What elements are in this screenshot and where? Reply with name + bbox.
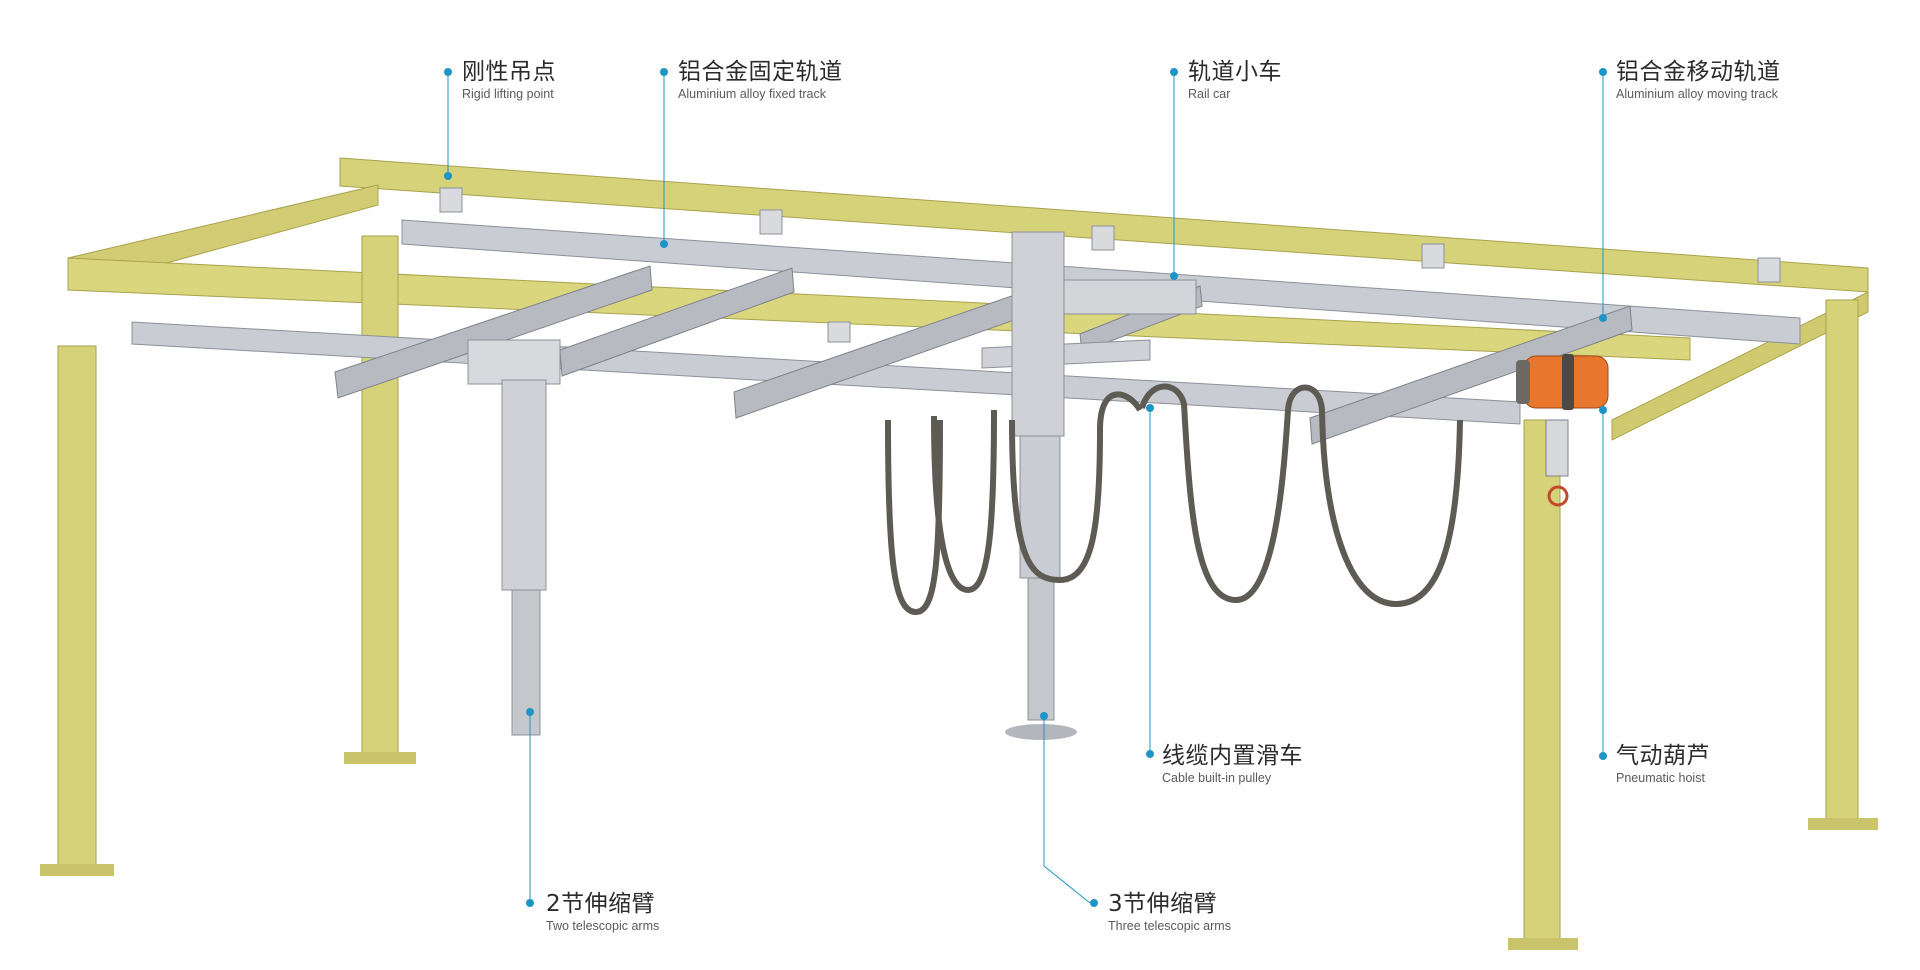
column-front-left xyxy=(57,345,97,867)
label-cn: 气动葫芦 xyxy=(1616,743,1710,769)
hoist-cap xyxy=(1516,360,1530,404)
base-plate xyxy=(40,864,114,876)
leader-dot xyxy=(1040,712,1048,720)
arm-carriage xyxy=(467,339,561,385)
leader-dot xyxy=(444,172,452,180)
base-plate xyxy=(344,752,416,764)
label-cn: 线缆内置滑车 xyxy=(1162,743,1303,769)
arm-foot xyxy=(1005,724,1077,740)
label-cn: 轨道小车 xyxy=(1188,59,1282,85)
column-front-right xyxy=(1523,419,1561,941)
leader-dot xyxy=(1599,68,1607,76)
leader-dot xyxy=(444,68,452,76)
lifting-point xyxy=(1421,243,1445,269)
leader-dot xyxy=(526,899,534,907)
arm-inner xyxy=(1027,577,1055,721)
arm-column xyxy=(1011,231,1065,437)
column-back-left xyxy=(361,235,399,755)
label-en: Three telescopic arms xyxy=(1108,919,1231,933)
hoist-coil xyxy=(1545,419,1569,477)
base-plate xyxy=(1808,818,1878,830)
label-rail-car: 轨道小车 Rail car xyxy=(1188,58,1282,102)
label-en: Aluminium alloy moving track xyxy=(1616,87,1778,101)
label-fixed-track: 铝合金固定轨道 Aluminium alloy fixed track xyxy=(678,58,843,102)
hoist-hook xyxy=(1547,485,1569,507)
column-back-right xyxy=(1825,299,1859,821)
leader-dot xyxy=(526,708,534,716)
hoist-cap xyxy=(1562,354,1574,410)
leader-dot xyxy=(1170,272,1178,280)
rail-car-body xyxy=(1049,279,1197,315)
label-en: Pneumatic hoist xyxy=(1616,771,1705,785)
label-cable-pulley: 线缆内置滑车 Cable built-in pulley xyxy=(1162,742,1303,786)
two-section-telescopic-arm xyxy=(467,339,561,736)
lifting-point xyxy=(827,321,851,343)
label-two-arms: 2节伸缩臂 Two telescopic arms xyxy=(546,890,659,934)
moving-track xyxy=(1309,305,1633,445)
rigid-lifting-points xyxy=(439,187,1781,343)
rail-car-bracket xyxy=(981,339,1151,369)
label-pneumatic-hoist: 气动葫芦 Pneumatic hoist xyxy=(1616,742,1710,786)
leader-dot xyxy=(1146,404,1154,412)
arm-outer xyxy=(501,379,547,591)
label-cn: 刚性吊点 xyxy=(462,59,556,85)
leader-dot xyxy=(1090,899,1098,907)
leader-dot xyxy=(1599,314,1607,322)
moving-track xyxy=(334,265,653,399)
label-en: Rail car xyxy=(1188,87,1231,101)
leader-dot xyxy=(1146,750,1154,758)
label-en: Two telescopic arms xyxy=(546,919,660,933)
aluminium-moving-tracks xyxy=(334,265,1633,445)
lifting-point xyxy=(759,209,783,235)
label-en: Rigid lifting point xyxy=(462,87,554,101)
moving-track xyxy=(559,267,795,377)
leader-lines xyxy=(444,68,1607,907)
lifting-point xyxy=(1757,257,1781,283)
lifting-point xyxy=(1091,225,1115,251)
leader-dot xyxy=(660,240,668,248)
label-three-arms: 3节伸缩臂 Three telescopic arms xyxy=(1108,890,1231,934)
label-cn: 铝合金移动轨道 xyxy=(1616,59,1781,85)
leader-dot xyxy=(660,68,668,76)
label-cn: 2节伸缩臂 xyxy=(546,891,656,917)
label-moving-track: 铝合金移动轨道 Aluminium alloy moving track xyxy=(1616,58,1781,102)
label-en: Aluminium alloy fixed track xyxy=(678,87,826,101)
leader-dot xyxy=(1599,406,1607,414)
label-en: Cable built-in pulley xyxy=(1162,771,1272,785)
leader-dot xyxy=(1599,752,1607,760)
label-cn: 铝合金固定轨道 xyxy=(678,59,843,85)
base-plate xyxy=(1508,938,1578,950)
label-cn: 3节伸缩臂 xyxy=(1108,891,1218,917)
label-rigid-lifting-point: 刚性吊点 Rigid lifting point xyxy=(462,58,556,102)
leader-dot xyxy=(1170,68,1178,76)
arm-inner xyxy=(511,589,541,736)
steel-frame xyxy=(40,157,1878,950)
lifting-point xyxy=(439,187,463,213)
cable-loops xyxy=(885,383,1463,616)
pneumatic-hoist xyxy=(1516,354,1609,507)
